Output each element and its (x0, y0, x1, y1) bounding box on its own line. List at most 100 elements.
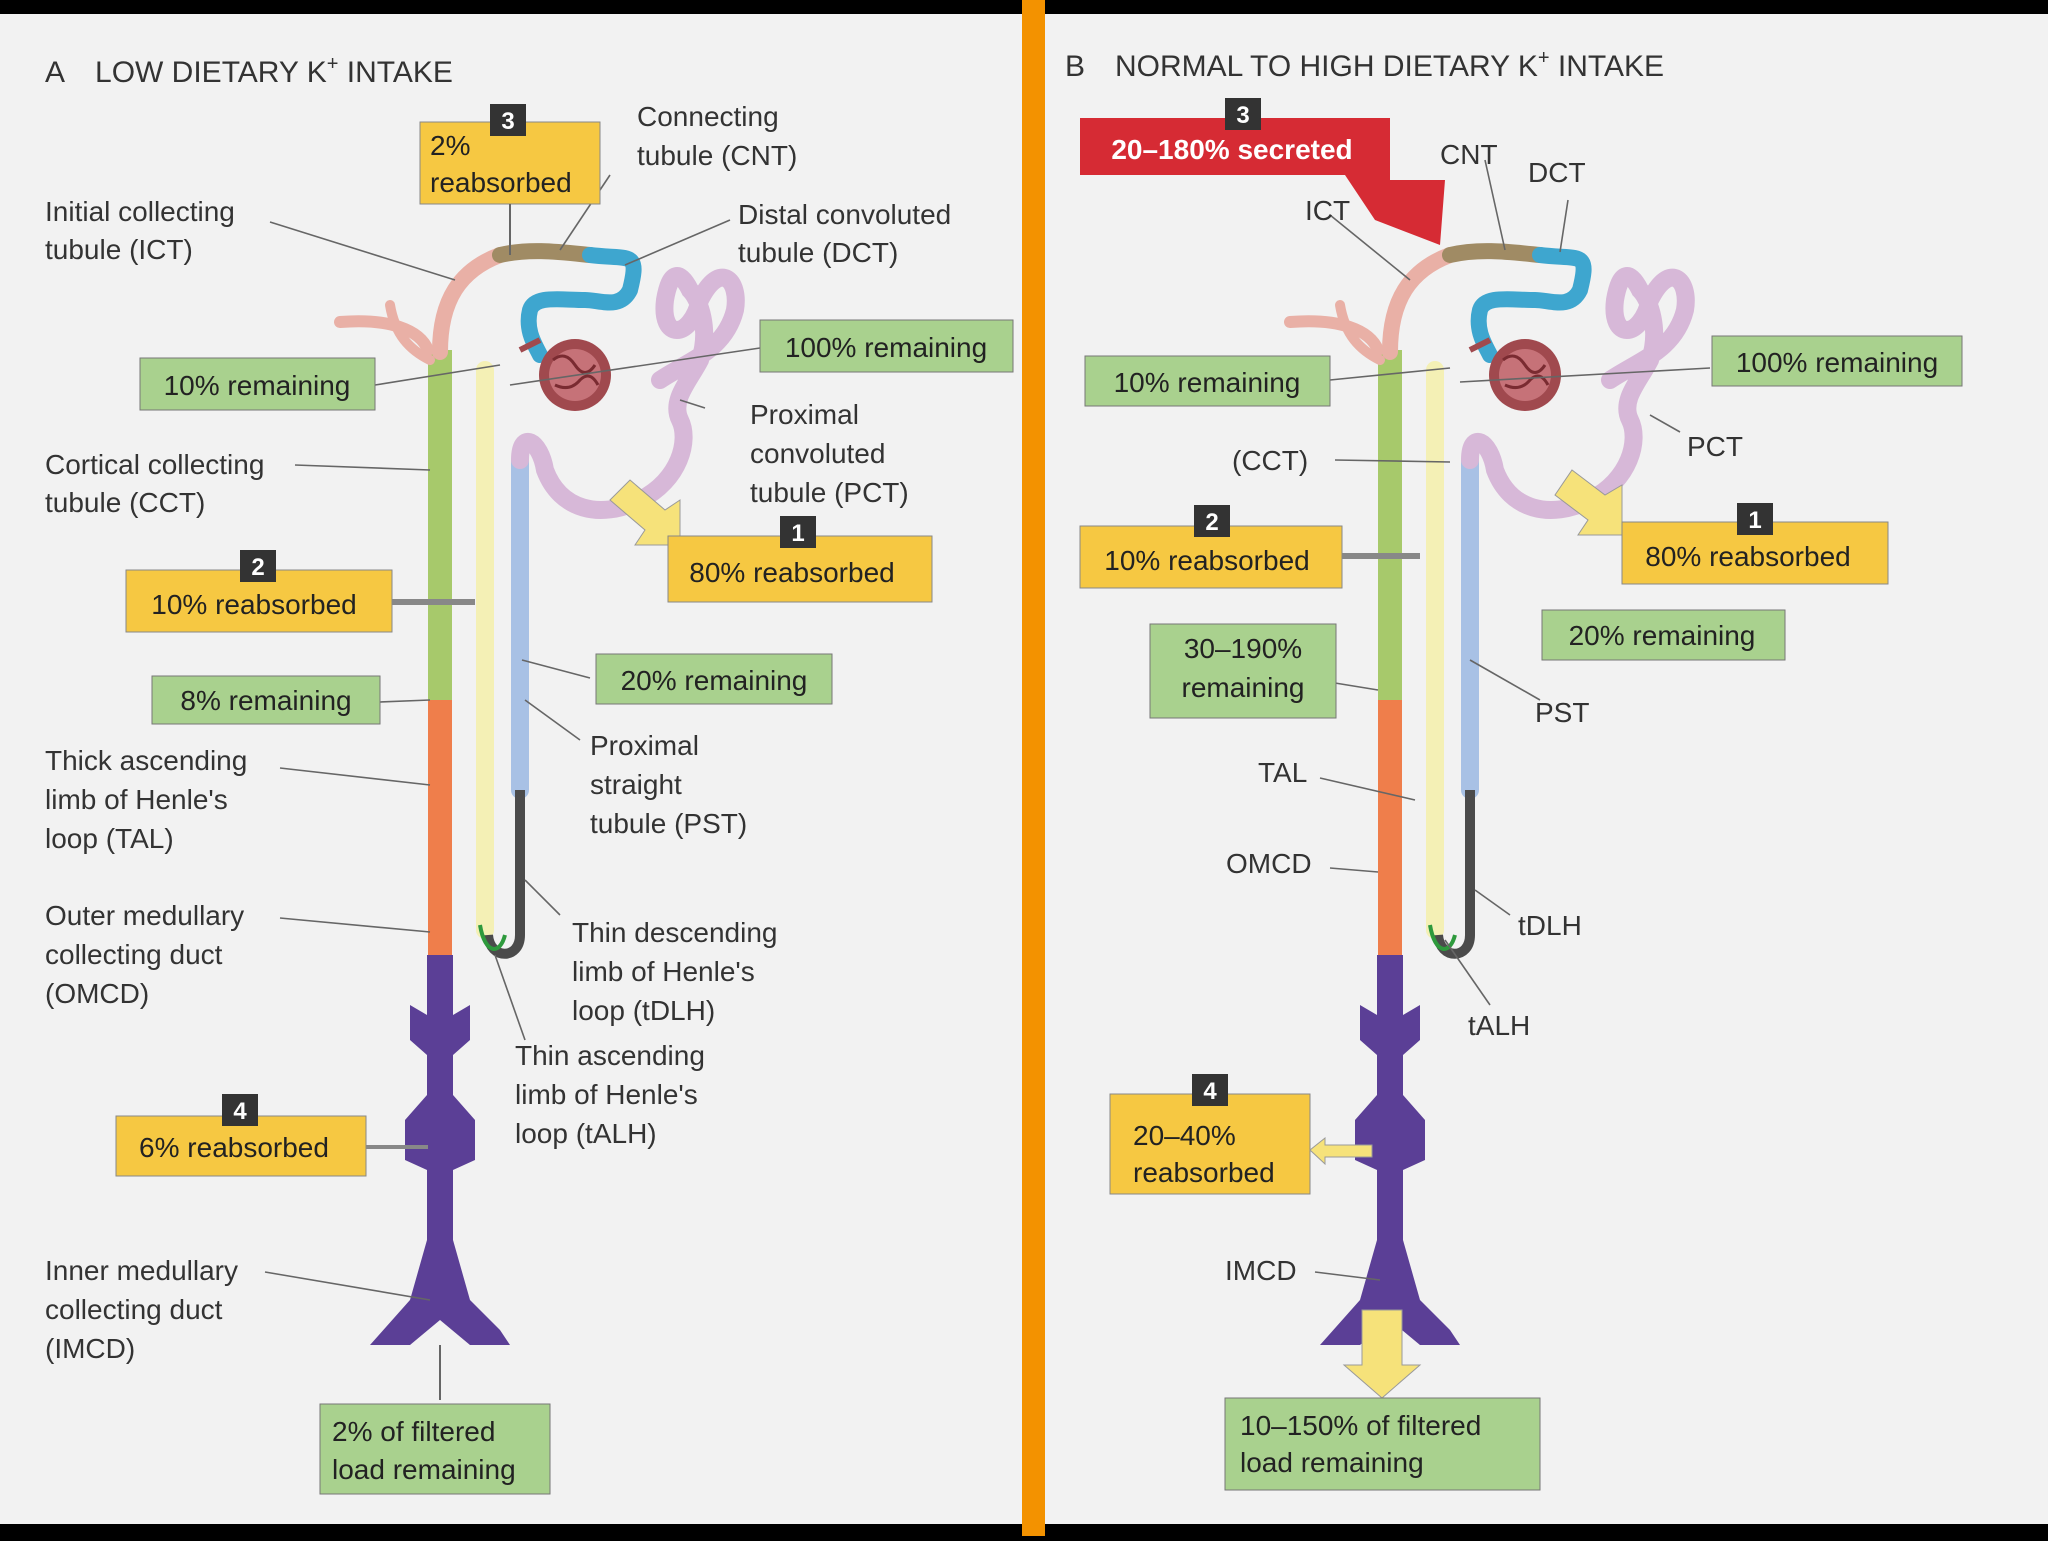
remaining-10-box-b (1084, 355, 1331, 407)
remaining-30-190-box (1149, 623, 1337, 719)
reabsorbed-box-2-b (1079, 525, 1343, 589)
label-tal-b: TAL (1258, 757, 1307, 788)
final-load-line2: load remaining (332, 1454, 516, 1485)
step-2-badge-b (1194, 505, 1230, 537)
box-4-line1-b: 20–40% (1133, 1120, 1236, 1151)
label-cct-1: Cortical collecting (45, 449, 264, 480)
step-3-badge (490, 104, 526, 136)
box-2-text-b: 10% reabsorbed (1104, 545, 1309, 576)
remaining-20-box (595, 653, 833, 705)
remaining-100-box-b (1711, 335, 1963, 387)
label-pct-b: PCT (1687, 431, 1743, 462)
step-3-number-b: 3 (1236, 102, 1249, 129)
step-4-number: 4 (233, 1098, 247, 1125)
remaining-100-box (759, 319, 1014, 373)
label-talh-3: loop (tALH) (515, 1118, 657, 1149)
remaining-20-text-b: 20% remaining (1569, 620, 1756, 651)
label-ict-1: Initial collecting (45, 196, 235, 227)
label-pst-3: tubule (PST) (590, 808, 747, 839)
remaining-8-box (151, 675, 381, 725)
panel-divider (1022, 0, 1045, 1536)
remaining-20-text: 20% remaining (621, 665, 808, 696)
final-load-box-b (1224, 1397, 1541, 1491)
label-pct-3: tubule (PCT) (750, 477, 909, 508)
label-tdlh-1: Thin descending (572, 917, 777, 948)
remaining-8-text: 8% remaining (180, 685, 351, 716)
label-tdlh-b: tDLH (1518, 910, 1582, 941)
label-cct-b: (CCT) (1232, 445, 1308, 476)
secreted-arrow-3 (1080, 118, 1445, 245)
reabsorb-arrow-4-b (1309, 1136, 1373, 1166)
label-omcd-b: OMCD (1226, 848, 1312, 879)
step-1-badge-b (1737, 503, 1773, 535)
label-talh-1: Thin ascending (515, 1040, 705, 1071)
step-4-number-b: 4 (1203, 1078, 1217, 1105)
label-talh-b: tALH (1468, 1010, 1530, 1041)
label-imcd-1: Inner medullary (45, 1255, 238, 1286)
step-2-number: 2 (251, 554, 264, 581)
step-2-number-b: 2 (1205, 509, 1218, 536)
label-cnt-2: tubule (CNT) (637, 140, 797, 171)
label-dct-b: DCT (1528, 157, 1586, 188)
label-cct-2: tubule (CCT) (45, 487, 205, 518)
box-1-text: 80% reabsorbed (689, 557, 894, 588)
label-dct-1: Distal convoluted (738, 199, 951, 230)
remaining-100-text: 100% remaining (785, 332, 987, 363)
final-load-line1-b: 10–150% of filtered (1240, 1410, 1481, 1441)
reabsorb-arrow-1-b (1554, 469, 1623, 536)
box-1-text-b: 80% reabsorbed (1645, 541, 1850, 572)
label-omcd-2: collecting duct (45, 939, 223, 970)
step-4-badge (222, 1094, 258, 1126)
panel-b-background (1045, 14, 2048, 1524)
label-cnt-1: Connecting (637, 101, 779, 132)
secreted-text: 20–180% secreted (1111, 134, 1352, 165)
remaining-30-190-line2: remaining (1182, 672, 1305, 703)
box-2-text: 10% reabsorbed (151, 589, 356, 620)
step-4-badge-b (1192, 1074, 1228, 1106)
box-3-line1: 2% (430, 130, 470, 161)
reabsorb-arrow-1 (609, 479, 681, 546)
reabsorbed-box-4-b (1109, 1093, 1311, 1195)
final-arrow-b (1342, 1309, 1422, 1399)
final-load-line1: 2% of filtered (332, 1416, 495, 1447)
label-pst-2: straight (590, 769, 682, 800)
label-ict-b: ICT (1305, 195, 1350, 226)
label-omcd-1: Outer medullary (45, 900, 244, 931)
label-imcd-b: IMCD (1225, 1255, 1297, 1286)
remaining-10-box (139, 357, 376, 411)
box-4-text: 6% reabsorbed (139, 1132, 329, 1163)
remaining-10-text: 10% remaining (164, 370, 351, 401)
label-tal-1: Thick ascending (45, 745, 247, 776)
label-pct-2: convoluted (750, 438, 885, 469)
step-2-badge (240, 550, 276, 582)
label-cnt-b: CNT (1440, 139, 1498, 170)
label-tal-3: loop (TAL) (45, 823, 174, 854)
remaining-20-box-b (1541, 609, 1786, 661)
remaining-100-text-b: 100% remaining (1736, 347, 1938, 378)
label-imcd-2: collecting duct (45, 1294, 223, 1325)
step-1-badge (780, 516, 816, 548)
remaining-30-190-line1: 30–190% (1184, 633, 1302, 664)
label-tdlh-3: loop (tDLH) (572, 995, 715, 1026)
label-imcd-3: (IMCD) (45, 1333, 135, 1364)
final-load-line2-b: load remaining (1240, 1447, 1424, 1478)
final-load-box (319, 1403, 551, 1495)
box-3-line2: reabsorbed (430, 167, 572, 198)
label-dct-2: tubule (DCT) (738, 237, 898, 268)
label-pst-b: PST (1535, 697, 1589, 728)
remaining-10-text-b: 10% remaining (1114, 367, 1301, 398)
label-tdlh-2: limb of Henle's (572, 956, 755, 987)
step-1-number: 1 (791, 520, 804, 547)
label-omcd-3: (OMCD) (45, 978, 149, 1009)
label-pct-1: Proximal (750, 399, 859, 430)
box-4-line2-b: reabsorbed (1133, 1157, 1275, 1188)
step-3-badge-b (1225, 98, 1261, 130)
label-talh-2: limb of Henle's (515, 1079, 698, 1110)
step-1-number-b: 1 (1748, 507, 1761, 534)
